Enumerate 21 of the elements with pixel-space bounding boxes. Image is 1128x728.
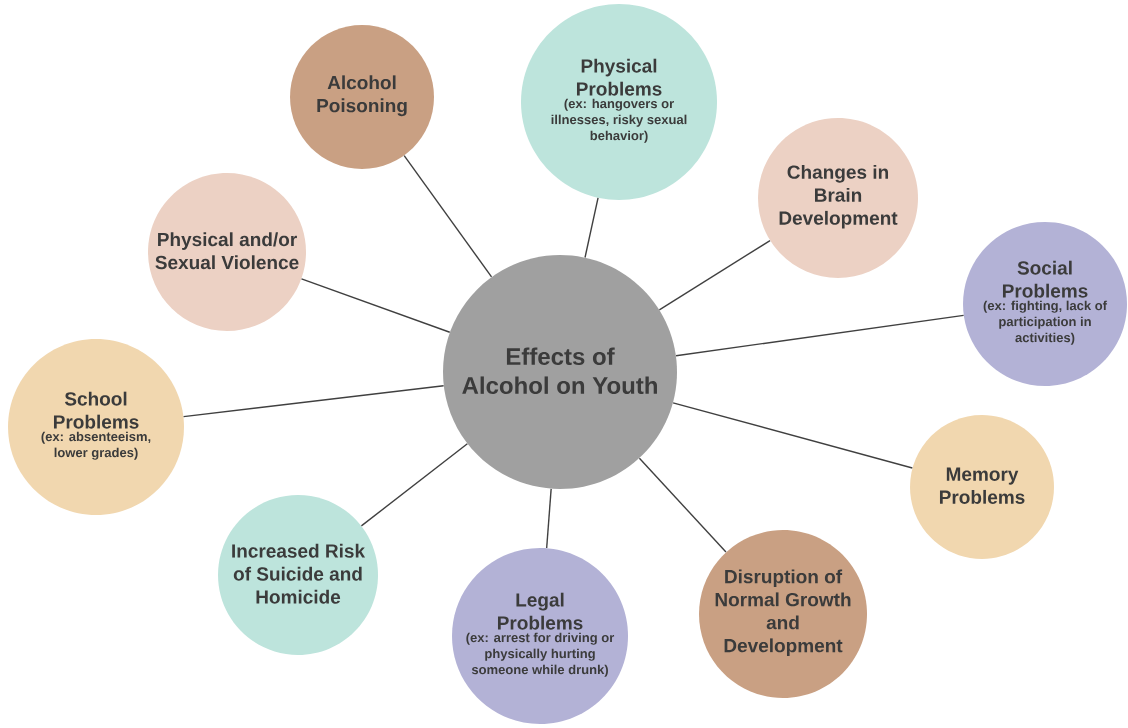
circle-node: Physical and/or Sexual Violence	[148, 173, 306, 331]
circle-node: Memory Problems	[910, 415, 1054, 559]
connector-line	[584, 197, 599, 259]
connector-line	[672, 402, 914, 469]
connector-line	[182, 385, 445, 418]
connector-line	[658, 239, 771, 311]
circle-node: Disruption of Normal Growth and Development	[699, 530, 867, 698]
circle-node: Social Problems (ex: fighting, lack of participation in activities)	[963, 222, 1127, 386]
connector-line	[545, 488, 552, 549]
circle-node: Changes in Brain Development	[758, 118, 918, 278]
circle-node: Increased Risk of Suicide and Homicide	[218, 495, 378, 655]
circle-node: School Problems (ex: absenteeism, lower grades)	[8, 339, 184, 515]
connector-line	[403, 154, 493, 278]
connector-line	[638, 457, 727, 553]
connector-line	[675, 314, 965, 357]
circle-node: Legal Problems (ex: arrest for driving or physically hurting someone while drunk)	[452, 548, 628, 724]
connector-line	[360, 443, 469, 527]
circle-node: Physical Problems (ex: hangovers or illnesses, risky sexual behavior)	[521, 4, 717, 200]
connector-line	[300, 278, 451, 333]
circle-node: Alcohol Poisoning	[290, 25, 434, 169]
circle-node: Effects of Alcohol on Youth	[443, 255, 677, 489]
